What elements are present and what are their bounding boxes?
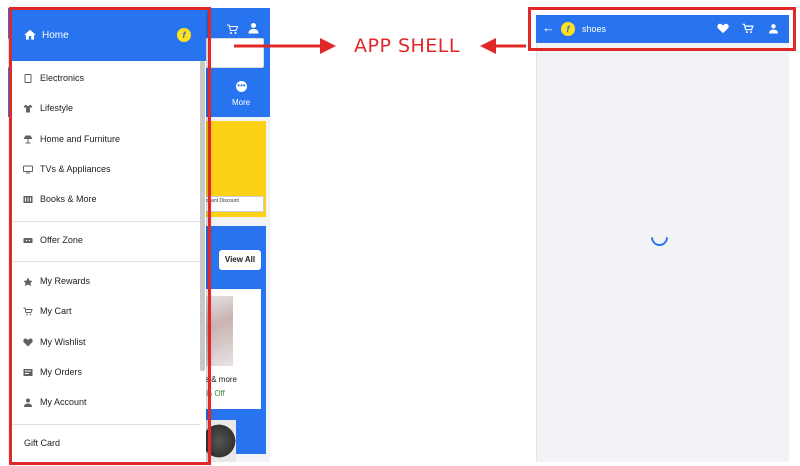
page-edge-line (536, 43, 537, 462)
menu-item-label: Home and Furniture (40, 134, 121, 144)
cart-icon[interactable] (742, 21, 754, 34)
background-banner-card: Instant Discount (200, 196, 264, 212)
rewards-icon (23, 277, 33, 286)
menu-item-label: Electronics (40, 73, 85, 83)
menu-item-label: My Orders (40, 367, 83, 377)
menu-item-my-wishlist[interactable]: My Wishlist (12, 328, 200, 358)
background-more-label: More (232, 98, 251, 107)
background-more-icon: ••• (236, 81, 247, 92)
lamp-icon (23, 135, 33, 144)
drawer-divider (12, 424, 200, 425)
menu-item-my-rewards[interactable]: My Rewards (12, 267, 200, 297)
menu-item-label: Books & More (40, 194, 97, 204)
heart-icon (23, 338, 33, 347)
menu-item-lifestyle[interactable]: Lifestyle (12, 94, 200, 124)
background-cart-icon (226, 22, 239, 40)
menu-item-label: My Cart (40, 306, 72, 316)
drawer-divider (12, 221, 200, 222)
navigation-drawer: Home f Electronics Lifestyle Home and Fu… (12, 10, 206, 462)
menu-item-label: My Rewards (40, 276, 91, 286)
drawer-scrollbar[interactable] (200, 61, 205, 371)
background-bottom-product-image (202, 420, 236, 462)
search-results-page (536, 15, 789, 462)
menu-item-my-orders[interactable]: My Orders (12, 358, 200, 388)
menu-item-electronics[interactable]: Electronics (12, 64, 200, 94)
drawer-header[interactable]: Home f (12, 10, 206, 61)
menu-item-gift-card[interactable]: Gift Card (12, 429, 200, 459)
shirt-icon (23, 104, 33, 113)
tv-icon (23, 165, 33, 174)
menu-item-tvs-and-appliances[interactable]: TVs & Appliances (12, 155, 200, 185)
cart-icon (23, 307, 33, 316)
flipkart-logo-icon[interactable]: f (561, 22, 575, 36)
flipkart-logo-icon: f (177, 28, 191, 42)
offer-icon (23, 236, 33, 245)
search-header-bar (536, 15, 789, 43)
menu-item-my-cart[interactable]: My Cart (12, 297, 200, 327)
home-icon (23, 28, 37, 42)
background-view-all-button: View All (219, 250, 261, 270)
app-shell-label: APP SHELL (354, 35, 460, 57)
menu-item-label: Gift Card (24, 438, 61, 448)
menu-item-offer-zone[interactable]: Offer Zone (12, 226, 200, 256)
arrow-right-icon (234, 38, 336, 54)
heart-icon[interactable] (717, 21, 729, 34)
arrow-left-icon (480, 38, 526, 54)
drawer-divider (12, 261, 200, 262)
menu-item-label: Lifestyle (40, 103, 74, 113)
app-shell-highlight-left (9, 7, 211, 465)
search-query-text[interactable]: shoes (582, 24, 607, 34)
app-shell-highlight-right (528, 7, 796, 51)
menu-item-books-and-more[interactable]: Books & More (12, 185, 200, 215)
orders-icon (23, 368, 33, 377)
menu-item-label: Offer Zone (40, 235, 83, 245)
background-account-icon (248, 21, 259, 39)
drawer-home-label: Home (42, 30, 69, 41)
menu-item-my-account[interactable]: My Account (12, 388, 200, 418)
menu-item-label: My Wishlist (40, 337, 86, 347)
menu-item-label: TVs & Appliances (40, 164, 111, 174)
menu-item-home-and-furniture[interactable]: Home and Furniture (12, 125, 200, 155)
back-arrow-icon[interactable]: ← (542, 20, 555, 35)
account-icon (23, 398, 32, 407)
menu-item-label: My Account (40, 397, 87, 407)
background-product-title: s & more (205, 375, 238, 384)
books-icon (23, 195, 33, 204)
background-product-offer: % Off (205, 389, 225, 398)
tablet-icon (23, 74, 32, 83)
account-icon[interactable] (768, 21, 780, 34)
